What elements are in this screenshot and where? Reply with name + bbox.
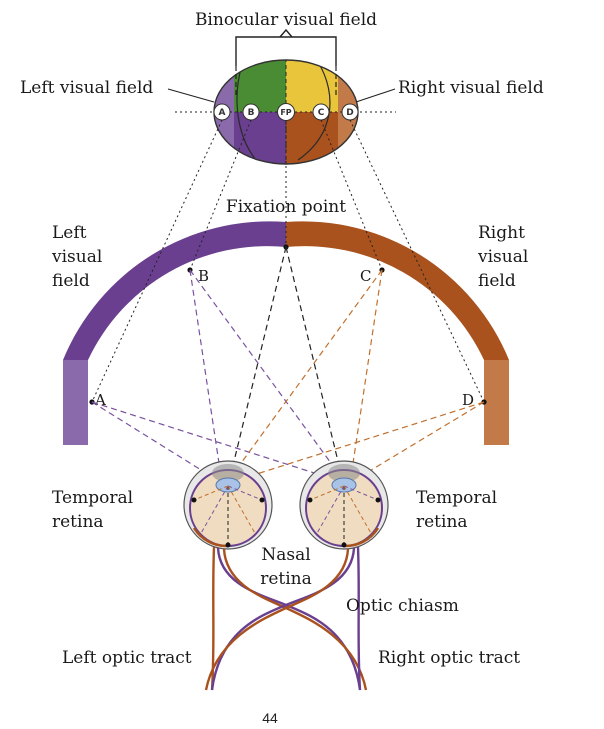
right-field-leader: [355, 88, 396, 103]
svg-text:retina: retina: [416, 512, 468, 532]
arc-far-left-segment: [63, 360, 88, 445]
oval-left-top: [234, 60, 286, 112]
light-rays: [91, 246, 485, 487]
svg-text:field: field: [52, 271, 90, 291]
svg-text:visual: visual: [51, 247, 102, 267]
right-optic-tract-label: Right optic tract: [378, 648, 520, 668]
svg-text:field: field: [478, 271, 516, 291]
projection-lines: [91, 119, 485, 403]
page-number: 44: [262, 710, 278, 726]
optic-pathways: [204, 546, 368, 691]
binocular-visual-field-label: Binocular visual field: [195, 10, 377, 30]
right-visual-field-label: Right visual field: [398, 78, 544, 98]
oval-label-c: C: [318, 108, 325, 118]
binocular-bracket: [235, 28, 337, 66]
oval-left-bottom: [234, 112, 286, 164]
arc-point-d-label: D: [462, 391, 474, 409]
svg-text:retina: retina: [52, 512, 104, 532]
oval-point-markers: A B FP C D: [213, 103, 359, 121]
visual-field-arc: [63, 221, 509, 445]
left-field-leader: [167, 88, 215, 103]
svg-text:retina: retina: [260, 569, 312, 589]
arc-point-c-label: C: [360, 267, 371, 285]
left-visual-field-label: Left visual field: [20, 78, 153, 98]
left-arc-label: Left visual field: [51, 223, 102, 291]
temporal-retina-right-label: Temporal retina: [416, 488, 497, 532]
arc-right-segment: [286, 221, 509, 360]
oval-right-bottom: [286, 112, 338, 164]
arc-point-b-label: B: [198, 267, 209, 285]
svg-text:Temporal: Temporal: [52, 488, 133, 508]
nasal-retina-label: Nasal retina: [260, 545, 312, 589]
temporal-retina-left-label: Temporal retina: [52, 488, 133, 532]
optic-chiasm-label: Optic chiasm: [346, 596, 459, 616]
oval-label-b: B: [248, 108, 255, 118]
left-eye: [183, 460, 273, 550]
svg-text:Temporal: Temporal: [416, 488, 497, 508]
svg-text:visual: visual: [477, 247, 528, 267]
right-arc-label: Right visual field: [477, 223, 528, 291]
left-optic-tract-label: Left optic tract: [62, 648, 192, 668]
svg-text:Nasal: Nasal: [261, 545, 310, 565]
svg-text:Right: Right: [478, 223, 525, 243]
oval-label-a: A: [219, 108, 226, 118]
arc-far-right-segment: [484, 360, 509, 445]
svg-text:Left: Left: [52, 223, 87, 243]
right-eye: [299, 460, 389, 550]
arc-left-segment: [63, 221, 286, 360]
oval-label-fp: FP: [280, 108, 291, 117]
oval-label-d: D: [346, 108, 353, 118]
